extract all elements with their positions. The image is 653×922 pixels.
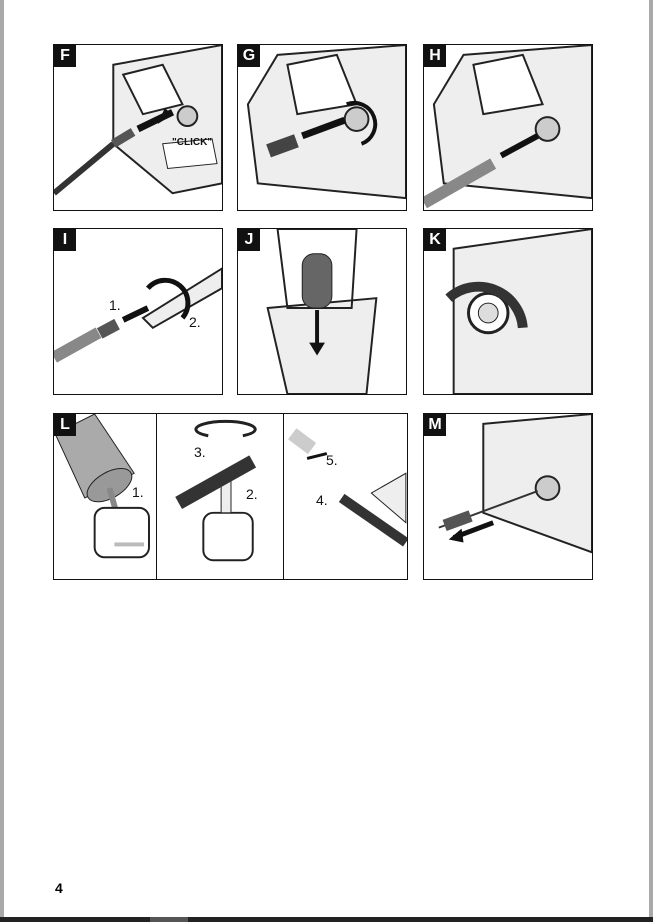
page-number: 4 [55,880,63,896]
divider [283,414,284,579]
figure-i: I 1. 2. [53,228,223,395]
step-1: 1. [132,484,144,500]
figure-label: J [238,229,260,251]
step-4: 4. [316,492,328,508]
detergent-bottle-illustration [266,229,378,394]
scrollbar-thumb[interactable] [150,917,188,922]
step-2: 2. [189,314,201,330]
hose-connect-illustration [54,45,222,196]
trigger-gun-illustration [54,267,222,363]
figure-label: L [54,414,76,436]
step-2: 2. [246,486,258,502]
hose-attach-illustration [424,45,592,209]
figure-label: K [424,229,446,251]
figure-label: M [424,414,446,436]
figure-j: J [237,228,407,395]
divider [156,414,157,579]
horizontal-scrollbar[interactable] [0,917,653,922]
document-page: F "CLICK" G H I 1. 2. J K L 1. 2. 3. 4. … [4,0,649,917]
foam-nozzle-illustration [54,414,407,562]
figure-label: G [238,45,260,67]
filter-clean-illustration [438,414,592,554]
figure-label: I [54,229,76,251]
nozzle-connect-illustration [246,45,406,200]
figure-m: M [423,413,593,580]
click-callout: "CLICK" [172,137,213,148]
step-3: 3. [194,444,206,460]
figure-g: G [237,44,407,211]
figure-l: L 1. 2. 3. 4. 5. [53,413,408,580]
figure-k: K [423,228,593,395]
figure-label: F [54,45,76,67]
step-5: 5. [326,452,338,468]
step-1: 1. [109,297,121,313]
pressure-knob-illustration [445,229,592,394]
figure-label: H [424,45,446,67]
figure-f: F "CLICK" [53,44,223,211]
figure-h: H [423,44,593,211]
